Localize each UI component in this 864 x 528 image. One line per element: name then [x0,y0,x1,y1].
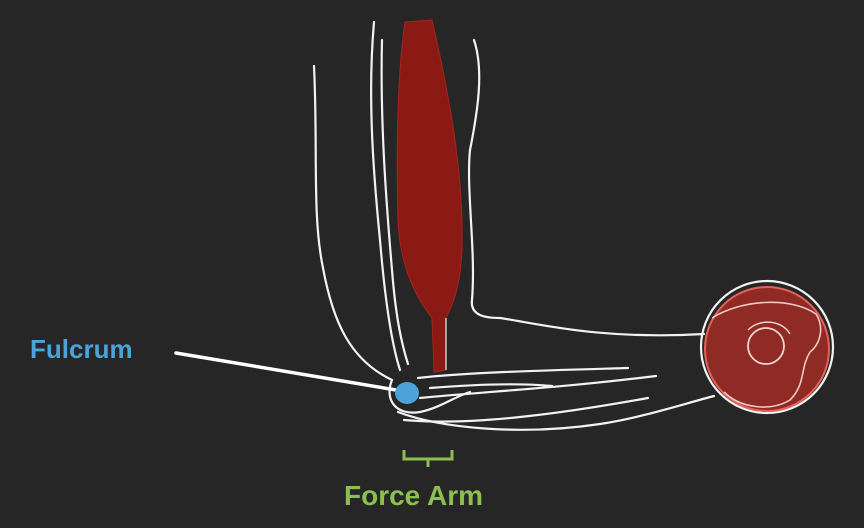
forearm-lower-outline [396,394,716,431]
force-arm-label: Force Arm [344,480,484,511]
fulcrum-label: Fulcrum [30,334,133,364]
humerus-shaft-outline [380,38,410,366]
ulna-inner-outline [428,383,554,390]
forearm-under-outline [402,396,650,423]
elbow-joint-outline [388,378,472,414]
biceps-muscle [396,19,463,373]
force-arm-bracket [402,450,454,467]
radius-outline [416,366,630,380]
upper-arm-inner-outline [370,20,402,372]
forearm-cross-section [699,279,835,415]
arm-outline [312,20,716,431]
fulcrum-pointer-line [174,351,398,392]
upper-arm-front-outline [467,38,706,337]
fulcrum-point [395,382,419,404]
upper-arm-back-outline [312,64,394,382]
ulna-outline [418,374,658,400]
bone-cross-section [747,327,785,365]
